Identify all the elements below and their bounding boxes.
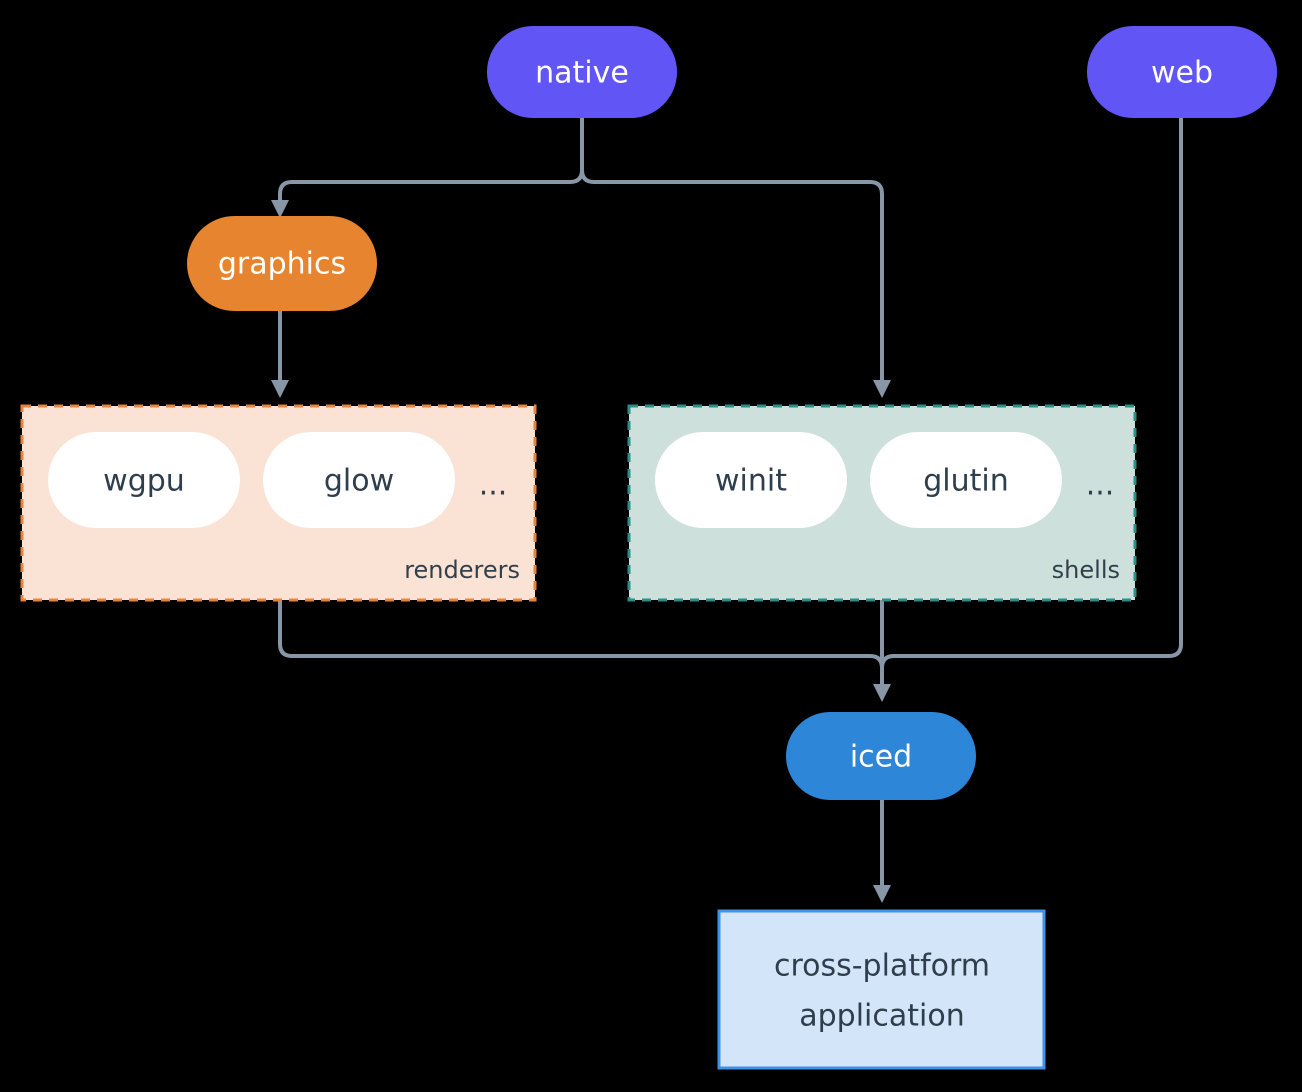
edge-native-split xyxy=(278,116,584,208)
node-graphics-shape[interactable] xyxy=(187,216,377,311)
edge-renderers-iced xyxy=(278,598,884,690)
node-web-shape[interactable] xyxy=(1087,26,1277,118)
renderers-overflow-ellipsis: ... xyxy=(479,468,508,503)
edge-web-iced xyxy=(880,116,1183,690)
arrow-iced-to-application xyxy=(873,885,891,903)
pill-glow[interactable] xyxy=(263,432,455,528)
node-native-shape[interactable] xyxy=(487,26,677,118)
node-native[interactable]: native xyxy=(487,26,677,118)
pill-winit-label: winit xyxy=(715,464,787,499)
node-web[interactable]: web xyxy=(1087,26,1277,118)
pill-glow-label: glow xyxy=(324,464,394,499)
group-renderers: wgpu glow ... renderers xyxy=(20,404,537,602)
node-native-label: native xyxy=(535,56,629,91)
pill-wgpu[interactable] xyxy=(48,432,240,528)
node-application[interactable]: cross-platform application xyxy=(717,909,1046,1070)
node-application-label-line1: cross-platform xyxy=(774,949,990,984)
node-graphics[interactable]: graphics xyxy=(187,216,377,311)
arrow-native-to-graphics xyxy=(271,200,289,218)
arrow-merge-to-iced xyxy=(873,684,891,702)
node-iced-label: iced xyxy=(850,740,912,775)
edge-native-shells xyxy=(580,116,884,386)
node-iced-shape[interactable] xyxy=(786,712,976,800)
node-iced[interactable]: iced xyxy=(786,712,976,800)
shells-caption: shells xyxy=(1052,556,1120,584)
group-shells: winit glutin ... shells xyxy=(627,404,1137,602)
node-graphics-label: graphics xyxy=(218,247,346,282)
edge-layer xyxy=(271,116,1183,903)
pill-glutin[interactable] xyxy=(870,432,1062,528)
node-application-label-line2: application xyxy=(799,999,964,1034)
renderers-caption: renderers xyxy=(404,556,520,584)
arrow-graphics-to-renderers xyxy=(271,380,289,398)
pill-wgpu-label: wgpu xyxy=(103,464,185,499)
arrow-native-to-shells xyxy=(873,380,891,398)
pill-winit[interactable] xyxy=(655,432,847,528)
node-application-shape[interactable] xyxy=(717,909,1046,1070)
shells-overflow-ellipsis: ... xyxy=(1086,468,1115,503)
node-web-label: web xyxy=(1151,56,1213,91)
pill-glutin-label: glutin xyxy=(923,464,1009,499)
